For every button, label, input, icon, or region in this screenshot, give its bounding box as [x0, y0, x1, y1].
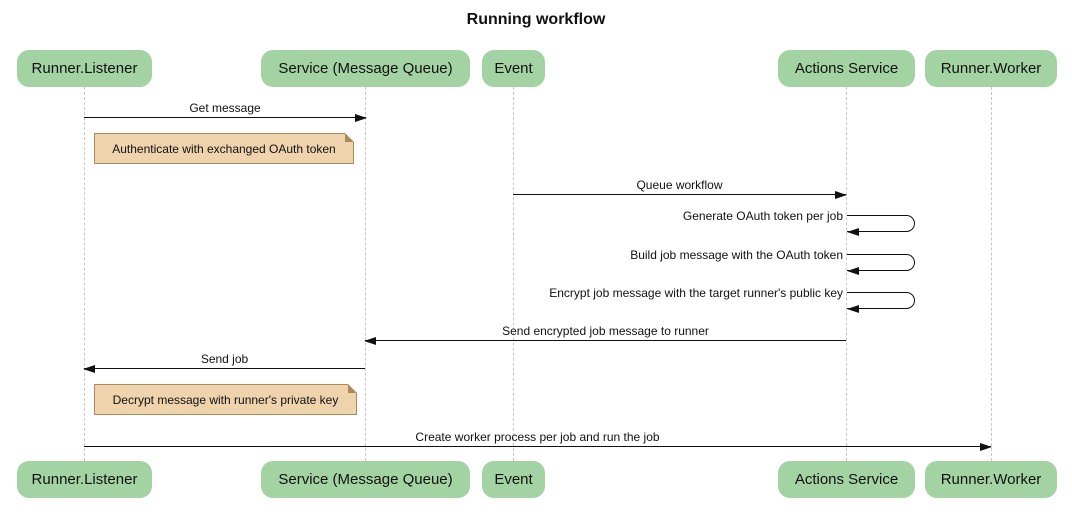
participant-event-bottom: Event [482, 461, 545, 498]
message-line [84, 368, 365, 369]
message-line [513, 194, 846, 195]
participant-actions-service-top: Actions Service [778, 50, 915, 87]
participant-label: Runner.Listener [31, 60, 138, 77]
note-fold-icon [345, 133, 354, 142]
participant-runner-listener-bottom: Runner.Listener [17, 461, 152, 498]
participant-label: Event [494, 471, 533, 488]
self-message-label-encrypt-job-message: Encrypt job message with the target runn… [549, 286, 843, 300]
note-text: Decrypt message with runner's private ke… [112, 392, 339, 407]
participant-service-message-queue-bottom: Service (Message Queue) [261, 461, 470, 498]
note-decrypt-private-key: Decrypt message with runner's private ke… [94, 384, 357, 415]
lifeline-event [513, 87, 514, 461]
participant-label: Actions Service [794, 471, 899, 488]
participant-event-top: Event [482, 50, 545, 87]
message-queue-workflow: Queue workflow [513, 178, 847, 199]
lifeline-service-message-queue [365, 87, 366, 461]
participant-runner-listener-top: Runner.Listener [17, 50, 152, 87]
participant-label: Service (Message Queue) [278, 471, 453, 488]
participant-label: Runner.Listener [31, 471, 138, 488]
lifeline-runner-listener [84, 87, 85, 461]
message-label: Send job [200, 352, 249, 366]
arrowhead-right-icon [835, 191, 847, 199]
message-label: Get message [189, 101, 261, 115]
message-line [84, 446, 991, 447]
participant-label: Event [494, 60, 533, 77]
lifeline-runner-worker [991, 87, 992, 461]
self-message-label-generate-oauth: Generate OAuth token per job [682, 209, 843, 223]
note-authenticate-oauth: Authenticate with exchanged OAuth token [94, 133, 354, 164]
note-fold-icon [348, 384, 357, 393]
self-loop-generate-oauth [847, 215, 915, 236]
participant-runner-worker-bottom: Runner.Worker [925, 461, 1057, 498]
arrowhead-right-icon [980, 443, 992, 451]
arrowhead-left-icon [847, 305, 859, 313]
message-send-encrypted-job: Send encrypted job message to runner [364, 324, 846, 345]
participant-service-message-queue-top: Service (Message Queue) [261, 50, 470, 87]
message-label: Queue workflow [636, 178, 723, 192]
participant-actions-service-bottom: Actions Service [778, 461, 915, 498]
participant-runner-worker-top: Runner.Worker [925, 50, 1057, 87]
lifeline-actions-service [846, 87, 847, 461]
arrowhead-left-icon [364, 337, 376, 345]
message-get-message: Get message [84, 101, 367, 122]
participant-label: Actions Service [794, 60, 899, 77]
message-label: Create worker process per job and run th… [415, 430, 660, 444]
self-loop-build-job-message [847, 254, 915, 275]
participant-label: Runner.Worker [940, 471, 1042, 488]
arrowhead-left-icon [847, 267, 859, 275]
arrowhead-right-icon [355, 114, 367, 122]
arrowhead-left-icon [847, 228, 859, 236]
message-create-worker-process: Create worker process per job and run th… [84, 430, 992, 451]
message-line [365, 340, 846, 341]
arrowhead-left-icon [83, 365, 95, 373]
message-send-job: Send job [83, 352, 365, 373]
participant-label: Service (Message Queue) [278, 60, 453, 77]
message-line [84, 117, 366, 118]
note-text: Authenticate with exchanged OAuth token [112, 141, 336, 156]
message-label: Send encrypted job message to runner [502, 324, 709, 338]
self-message-label-build-job-message: Build job message with the OAuth token [630, 248, 843, 262]
participant-label: Runner.Worker [940, 60, 1042, 77]
diagram-title: Running workflow [466, 11, 606, 28]
self-loop-encrypt-job-message [847, 292, 915, 313]
